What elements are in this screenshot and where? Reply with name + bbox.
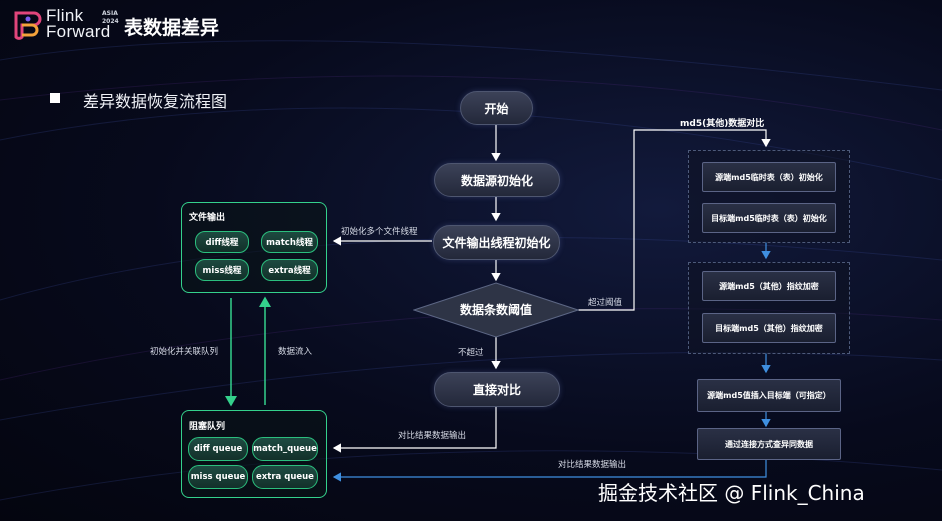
- md5-step-source-temp-init: 源端md5临时表（表）初始化: [702, 162, 836, 192]
- watermark: 掘金技术社区 @ Flink_China: [598, 481, 865, 505]
- logo-text-line2: Forward: [46, 22, 111, 41]
- file-output-title: 文件输出: [189, 213, 226, 223]
- logo-badge-asia: ASIA: [102, 10, 118, 17]
- logo-text-line1: Flink: [46, 6, 84, 25]
- label-compare-output-1: 对比结果数据输出: [398, 431, 467, 441]
- diff-queue-chip: diff queue: [188, 437, 248, 461]
- label-compare-output-2: 对比结果数据输出: [558, 460, 627, 470]
- block-queue-title: 阻塞队列: [189, 422, 226, 432]
- flink-logo-icon: [14, 11, 42, 40]
- subtitle-bullet: [50, 93, 60, 103]
- miss-thread-chip: miss线程: [195, 259, 249, 281]
- md5-step-source-encrypt: 源端md5（其他）指纹加密: [702, 271, 836, 301]
- page-title: 表数据差异: [124, 17, 220, 39]
- label-not-exceed: 不超过: [458, 348, 484, 358]
- label-init-threads: 初始化多个文件线程: [341, 227, 418, 237]
- match-thread-chip: match线程: [261, 231, 318, 253]
- md5-step-join-query: 通过连接方式查异同数据: [697, 428, 841, 460]
- label-data-inflow: 数据流入: [278, 347, 313, 357]
- md5-step-target-encrypt: 目标端md5（其他）指纹加密: [702, 313, 836, 343]
- md5-step-insert-target: 源端md5值插入目标端（可指定）: [697, 379, 841, 412]
- extra-queue-chip: extra queue: [252, 465, 318, 489]
- logo-badge-year: 2024: [102, 18, 119, 25]
- extra-thread-chip: extra线程: [261, 259, 318, 281]
- md5-step-target-temp-init: 目标端md5临时表（表）初始化: [702, 203, 836, 233]
- decision-diamond: [413, 282, 579, 338]
- diff-thread-chip: diff线程: [195, 231, 249, 253]
- init-source-node: 数据源初始化: [434, 163, 560, 197]
- decision-label: 数据条数阈值: [459, 303, 532, 317]
- md5-flow-title: md5(其他)数据对比: [680, 119, 765, 129]
- miss-queue-chip: miss queue: [188, 465, 248, 489]
- init-output-thread-node: 文件输出线程初始化: [433, 225, 560, 260]
- start-node: 开始: [460, 91, 533, 125]
- subtitle: 差异数据恢复流程图: [83, 92, 228, 111]
- direct-compare-node: 直接对比: [434, 372, 560, 407]
- label-exceed-threshold: 超过阈值: [588, 298, 623, 308]
- label-init-queues: 初始化并关联队列: [150, 347, 219, 357]
- match-queue-chip: match_queue: [252, 437, 318, 461]
